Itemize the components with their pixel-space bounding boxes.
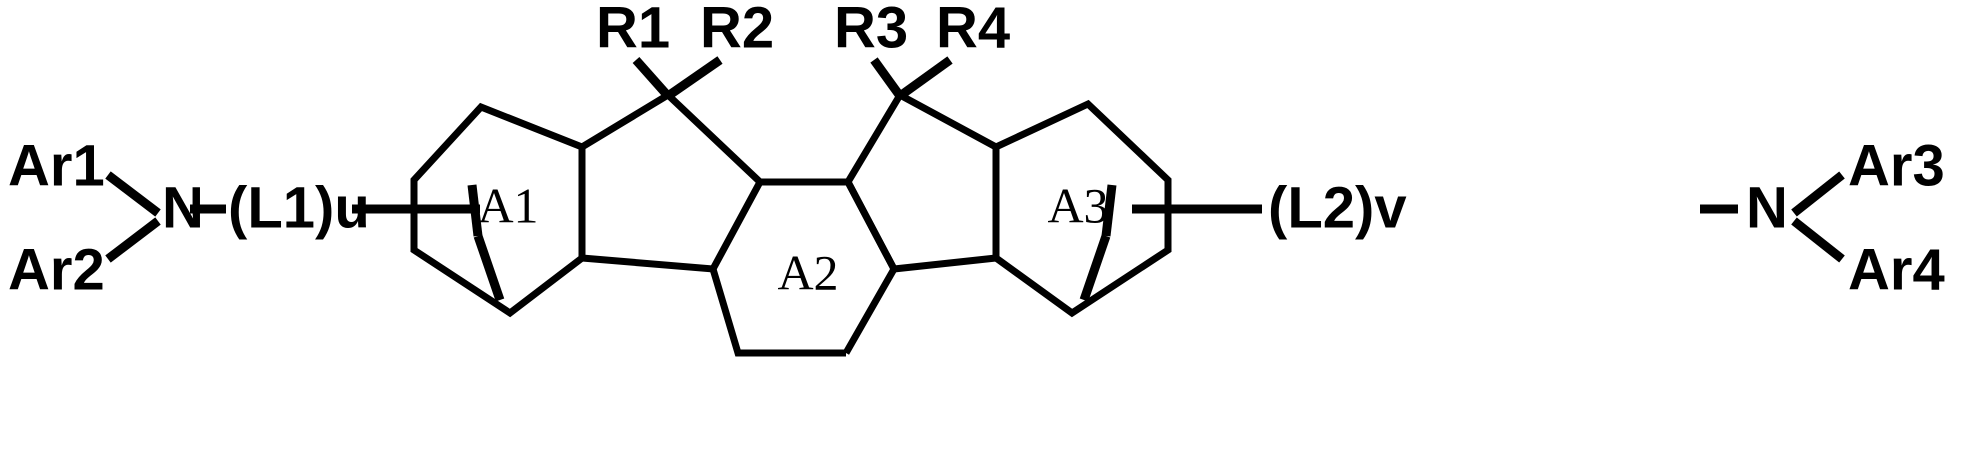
label-ring-a2: A2 xyxy=(777,244,838,300)
ring-a3 xyxy=(992,99,1172,318)
ring-a3-hexagon xyxy=(992,99,1172,318)
label-ring-a3: A3 xyxy=(1047,177,1108,233)
label-ar4: Ar4 xyxy=(1848,237,1945,302)
r-substituent-bonds xyxy=(632,56,953,100)
five-membered-ring-right xyxy=(843,90,998,273)
label-ar2: Ar2 xyxy=(8,237,105,302)
right-amine-group xyxy=(1132,171,1845,263)
bond-nitrogen-to-ar4 xyxy=(1791,217,1845,263)
label-r2: R2 xyxy=(700,0,774,60)
label-ar1: Ar1 xyxy=(8,133,105,198)
label-linker-l2: (L2)v xyxy=(1268,175,1407,240)
label-nitrogen-left: N xyxy=(162,175,204,240)
label-r1: R1 xyxy=(596,0,670,60)
bond-ar2-to-nitrogen xyxy=(105,217,161,263)
label-r4: R4 xyxy=(936,0,1010,60)
bond-r2 xyxy=(665,56,723,100)
bond-r4 xyxy=(897,56,953,100)
label-r3: R3 xyxy=(834,0,908,60)
five-membered-ring-left xyxy=(580,90,765,273)
five-ring-right-path xyxy=(843,90,998,273)
bond-ar1-to-nitrogen xyxy=(105,171,161,217)
structure-text-labels: Ar1 Ar2 N (L1)u R1 R2 R3 R4 A1 A2 A3 (L2… xyxy=(8,0,1945,302)
label-linker-l1: (L1)u xyxy=(228,175,370,240)
bond-r1 xyxy=(632,57,672,99)
label-ar3: Ar3 xyxy=(1848,133,1945,198)
floating-bond-crossing-right-lower xyxy=(1079,234,1111,302)
bond-nitrogen-to-ar3 xyxy=(1791,171,1845,217)
label-nitrogen-right: N xyxy=(1746,175,1788,240)
floating-bond-crossing-left-lower xyxy=(473,234,505,302)
central-ring-right-path xyxy=(842,180,898,355)
five-ring-left-path xyxy=(580,90,765,273)
central-ring-bottom-path xyxy=(709,268,846,357)
bond-r3 xyxy=(870,57,904,99)
floating-bond-crossing-right xyxy=(1101,184,1117,237)
label-ring-a1: A1 xyxy=(477,177,538,233)
floating-bond-crossing-left xyxy=(467,184,483,237)
